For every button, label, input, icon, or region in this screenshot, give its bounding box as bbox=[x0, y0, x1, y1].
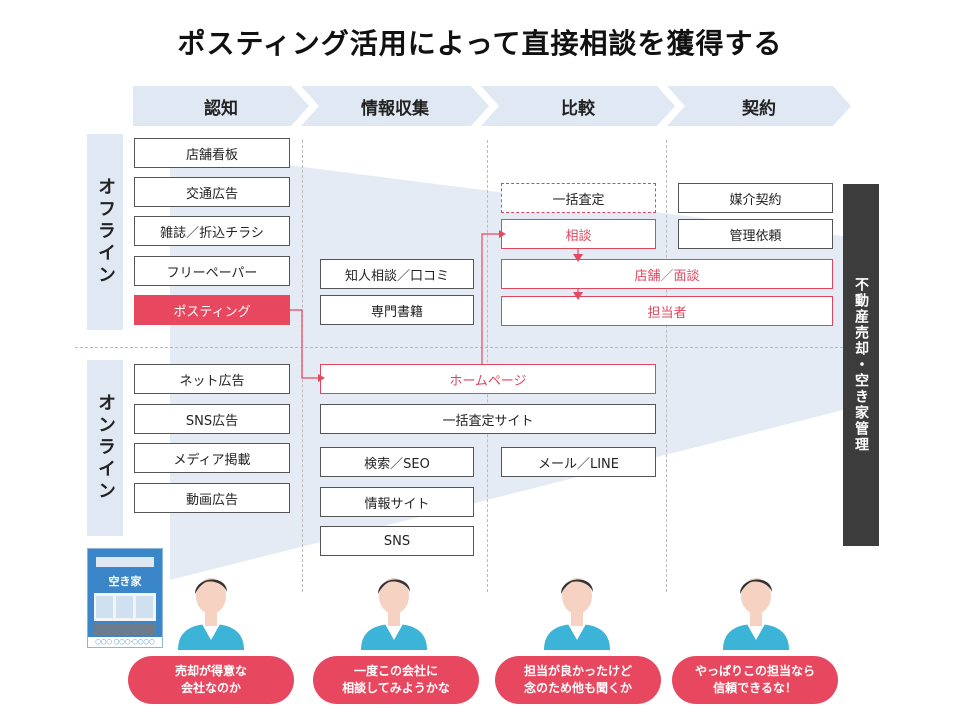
thought-bubble-awareness: 売却が得意な 会社なのか bbox=[128, 656, 294, 704]
bubble-line: 担当が良かったけど bbox=[523, 664, 632, 678]
stage-compare: 比較 bbox=[481, 86, 675, 126]
company-label-bar: 不動産売却・空き家管理 bbox=[843, 184, 879, 546]
row-label-online: オンライン bbox=[87, 360, 123, 536]
channel-store-meeting: 店舗／面談 bbox=[501, 259, 833, 289]
stage-label: 認知 bbox=[204, 98, 238, 119]
channel-video-ad: 動画広告 bbox=[134, 483, 290, 513]
flyer-title: 空き家 bbox=[108, 575, 142, 588]
stage-label: 比較 bbox=[561, 98, 595, 119]
channel-consult: 相談 bbox=[501, 219, 656, 249]
channel-sns: SNS bbox=[320, 526, 474, 556]
bubble-line: 信頼できるな！ bbox=[713, 681, 797, 695]
contract-management: 管理依頼 bbox=[678, 219, 833, 249]
channel-search-seo: 検索／SEO bbox=[320, 447, 474, 477]
flyer-footer: ◯◯◯ ◯◯◯-◯◯◯◯ bbox=[88, 637, 162, 647]
bubble-line: 売却が得意な bbox=[174, 664, 247, 678]
channel-store-sign: 店舗看板 bbox=[134, 138, 290, 168]
company-label: 不動産売却・空き家管理 bbox=[853, 277, 869, 453]
channel-web-ad: ネット広告 bbox=[134, 364, 290, 394]
person-icon bbox=[544, 578, 610, 650]
thought-bubble-contract: やっぱりこの担当なら 信頼できるな！ bbox=[672, 656, 838, 704]
offline-label: オフライン bbox=[95, 177, 116, 287]
bubble-line: 念のため他も聞くか bbox=[523, 681, 632, 695]
channel-bulk-site: 一括査定サイト bbox=[320, 404, 656, 434]
page-title: ポスティング活用によって直接相談を獲得する bbox=[177, 27, 783, 60]
stage-label: 契約 bbox=[742, 98, 776, 119]
row-label-offline: オフライン bbox=[87, 134, 123, 330]
stage-awareness: 認知 bbox=[133, 86, 309, 126]
bubble-line: 相談してみようかな bbox=[342, 681, 450, 695]
thought-bubble-compare: 担当が良かったけど 念のため他も聞くか bbox=[495, 656, 661, 704]
online-label: オンライン bbox=[95, 393, 116, 503]
thought-bubble-research: 一度この会社に 相談してみようかな bbox=[313, 656, 479, 704]
channel-books: 専門書籍 bbox=[320, 295, 474, 325]
stage-contract: 契約 bbox=[667, 86, 851, 126]
channel-bulk-appraisal: 一括査定 bbox=[501, 183, 656, 213]
channel-word-of-mouth: 知人相談／口コミ bbox=[320, 259, 474, 289]
stage-research: 情報収集 bbox=[301, 86, 489, 126]
channel-mail-line: メール／LINE bbox=[501, 447, 656, 477]
person-icon bbox=[178, 578, 244, 650]
channel-homepage: ホームページ bbox=[320, 364, 656, 394]
channel-free-paper: フリーペーパー bbox=[134, 256, 290, 286]
bubble-line: やっぱりこの担当なら bbox=[694, 664, 815, 678]
channel-media: メディア掲載 bbox=[134, 443, 290, 473]
person-icon bbox=[361, 578, 427, 650]
channel-sns-ad: SNS広告 bbox=[134, 404, 290, 434]
stage-label: 情報収集 bbox=[361, 98, 429, 119]
channel-agent: 担当者 bbox=[501, 296, 833, 326]
channel-info-site: 情報サイト bbox=[320, 487, 474, 517]
channel-magazine-flyer: 雑誌／折込チラシ bbox=[134, 216, 290, 246]
divider-contract bbox=[666, 140, 667, 592]
bubble-line: 会社なのか bbox=[180, 681, 241, 695]
posting-flyer-image: 空き家 ◯◯◯ ◯◯◯-◯◯◯◯ bbox=[87, 548, 163, 648]
bubble-line: 一度この会社に bbox=[353, 664, 438, 678]
channel-posting: ポスティング bbox=[134, 295, 290, 325]
channel-transit-ad: 交通広告 bbox=[134, 177, 290, 207]
person-icon bbox=[723, 578, 789, 650]
divider-offline-online bbox=[75, 347, 843, 348]
contract-brokerage: 媒介契約 bbox=[678, 183, 833, 213]
